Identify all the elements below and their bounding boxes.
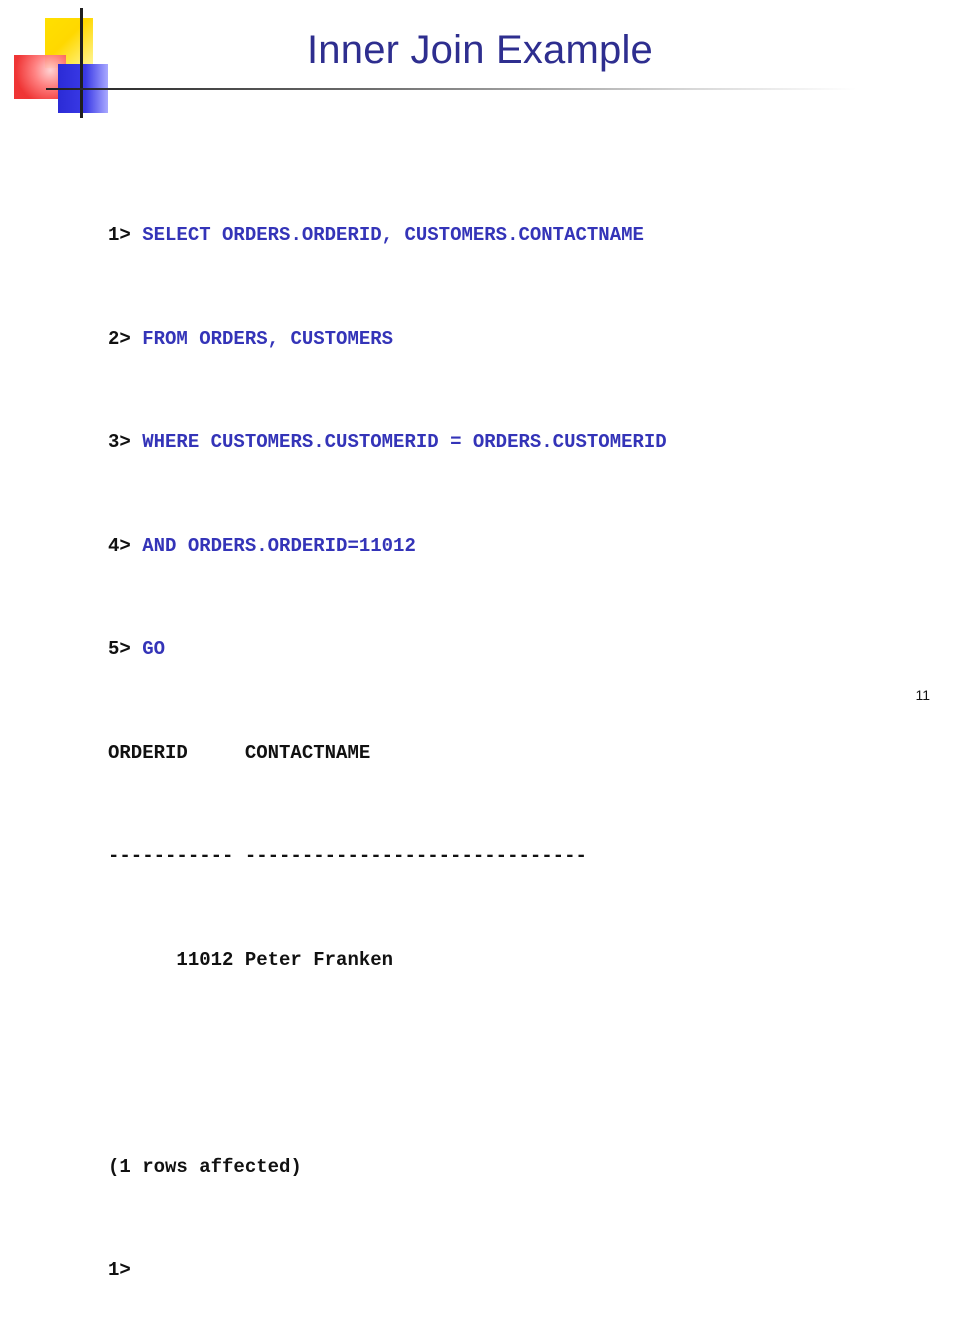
rows-affected-message: (1 rows affected)	[108, 1155, 302, 1178]
line-prompt: 5>	[108, 638, 143, 660]
final-prompt: 1>	[108, 1259, 131, 1281]
line-prompt: 2>	[108, 327, 143, 350]
title-underline	[46, 88, 856, 90]
red-square-decoration	[14, 55, 66, 99]
sql-line: 3> WHERE CUSTOMERS.CUSTOMERID = ORDERS.C…	[108, 425, 667, 460]
line-prompt: 1>	[108, 224, 143, 246]
sql-line: 1> SELECT ORDERS.ORDERID, CUSTOMERS.CONT…	[108, 218, 667, 253]
line-prompt: 3>	[108, 431, 143, 453]
sql-line: 4> AND ORDERS.ORDERID=11012	[108, 529, 667, 564]
line-prompt: 4>	[108, 534, 143, 557]
blank-line	[108, 1046, 667, 1081]
slide-title: Inner Join Example	[306, 28, 653, 72]
result-separator: ----------- ----------------------------…	[108, 845, 587, 867]
vertical-divider-line	[80, 8, 83, 118]
sql-line: 5> GO	[108, 632, 667, 667]
sql-session-block: 1> SELECT ORDERS.ORDERID, CUSTOMERS.CONT…	[108, 149, 667, 1322]
sql-text: WHERE CUSTOMERS.CUSTOMERID = ORDERS.CUST…	[142, 431, 667, 453]
sql-text: SELECT ORDERS.ORDERID, CUSTOMERS.CONTACT…	[142, 224, 644, 246]
page-number: 11	[915, 687, 930, 703]
sql-line: 2> FROM ORDERS, CUSTOMERS	[108, 322, 667, 357]
result-row: 11012 Peter Franken	[108, 948, 394, 971]
sql-text: FROM ORDERS, CUSTOMERS	[142, 327, 394, 350]
result-header: ORDERID CONTACTNAME	[108, 741, 371, 764]
sql-text: AND ORDERS.ORDERID=11012	[142, 534, 416, 557]
sql-text: GO	[142, 638, 166, 660]
